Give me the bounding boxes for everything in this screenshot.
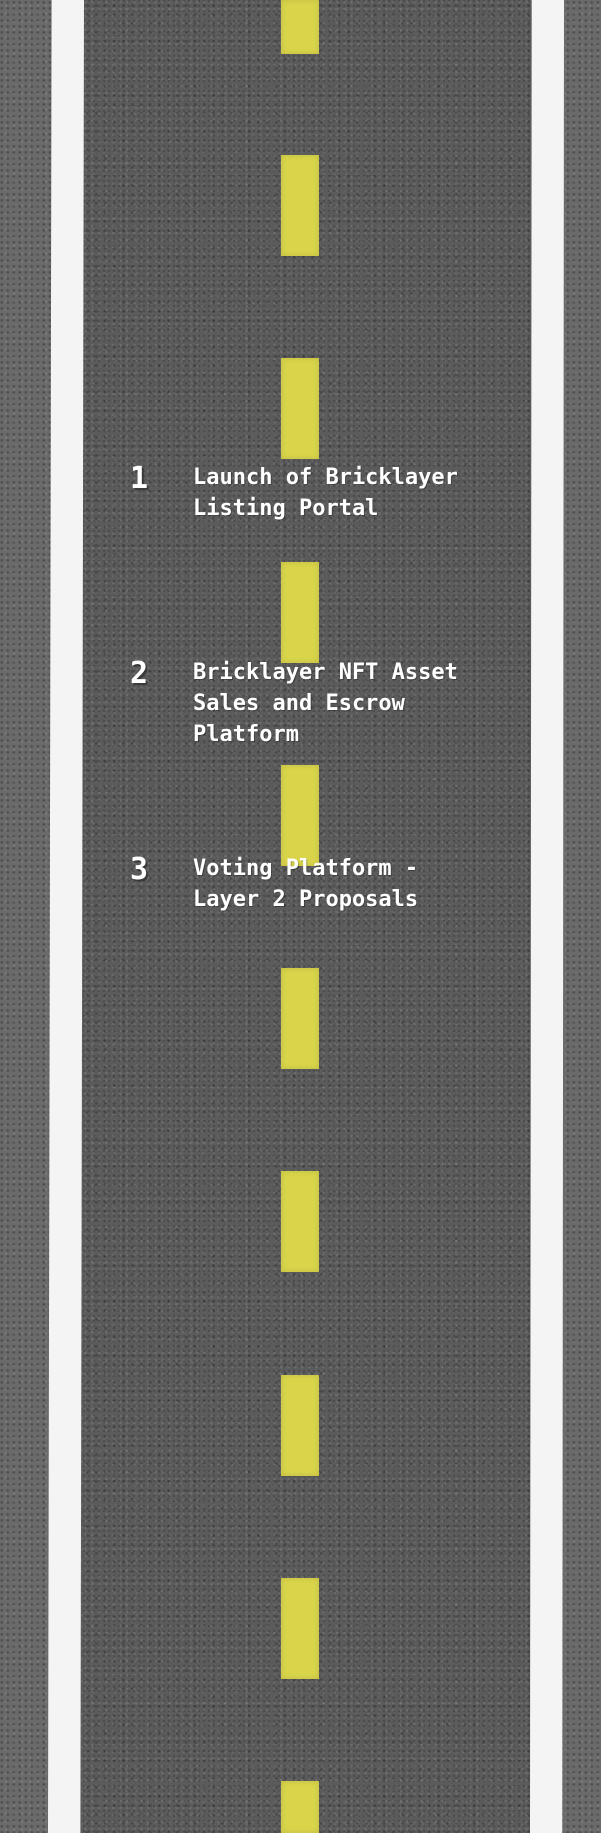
lane-dash-icon [281,358,319,459]
lane-dash-icon [281,1375,319,1476]
lane-dash-icon [281,0,319,54]
road-shoulder-left [0,0,52,1833]
milestone-title: Launch of Bricklayer Listing Portal [193,465,458,521]
road-shoulder-right [560,0,601,1833]
roadmap-milestone: 3 Voting Platform - Layer 2 Proposals [130,853,493,915]
road-edge-line-right [530,0,564,1833]
lane-dash-icon [281,968,319,1069]
lane-dash-icon [281,1171,319,1272]
milestone-title: Voting Platform - Layer 2 Proposals [193,856,419,912]
roadmap-milestone: 1 Launch of Bricklayer Listing Portal [130,462,493,524]
roadmap-milestone: 2 Bricklayer NFT Asset Sales and Escrow … [130,657,493,750]
milestone-number: 1 [130,461,149,496]
lane-dash-icon [281,1781,319,1833]
road-edge-line-left [48,0,84,1833]
lane-dash-icon [281,1578,319,1679]
milestone-number: 2 [130,656,149,691]
milestone-number: 3 [130,852,149,887]
lane-dash-icon [281,155,319,256]
lane-dash-icon [281,765,319,866]
milestone-title: Bricklayer NFT Asset Sales and Escrow Pl… [193,660,458,747]
lane-dash-icon [281,562,319,663]
